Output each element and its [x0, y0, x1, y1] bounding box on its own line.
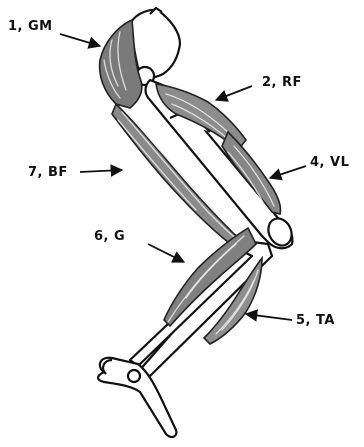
pelvis-bone	[131, 8, 180, 78]
arrow-g	[148, 244, 184, 262]
label-vl: 4, VL	[310, 155, 349, 170]
arrow-rf	[216, 86, 252, 100]
foot-bone	[98, 358, 176, 437]
arrow-bf	[80, 170, 122, 172]
label-g: 6, G	[94, 229, 125, 244]
arrow-gm	[60, 34, 100, 46]
arrow-vl	[270, 166, 306, 178]
label-rf: 2, RF	[262, 75, 302, 90]
label-gm: 1, GM	[8, 19, 53, 34]
arrow-ta	[246, 314, 292, 320]
label-bf: 7, BF	[28, 165, 68, 180]
label-ta: 5, TA	[296, 313, 335, 328]
